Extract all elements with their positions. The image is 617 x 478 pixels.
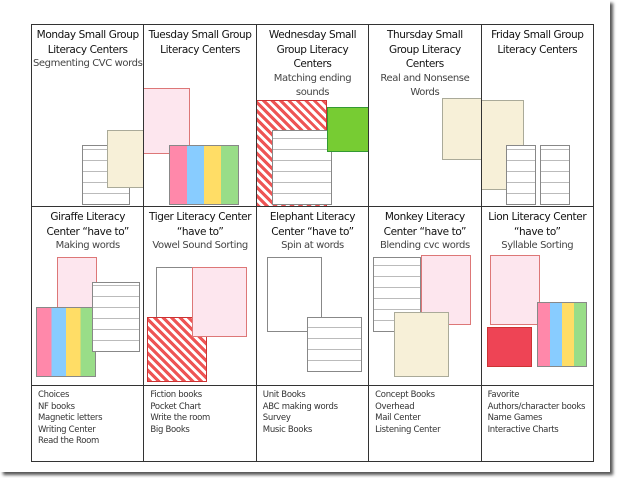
list-item: ABC making words bbox=[262, 401, 338, 412]
worksheet-image bbox=[505, 145, 536, 205]
list-item: Listening Center bbox=[375, 424, 441, 435]
cell-title: Giraffe Literacy Center “have to” bbox=[46, 211, 129, 238]
cell-subtitle: Real and Nonsense Words bbox=[380, 72, 470, 98]
worksheet-image bbox=[271, 130, 332, 205]
list-item: NF books bbox=[38, 401, 75, 412]
worksheet-image bbox=[92, 282, 140, 352]
cell-subtitle: Spin at words bbox=[281, 240, 344, 251]
friday-cell: Friday Small Group Literacy Centers bbox=[480, 24, 595, 207]
list-item: Unit Books bbox=[262, 390, 306, 400]
cut-a-sentence-book-image bbox=[266, 257, 322, 332]
cell-title: Thursday Small Group Literacy Centers bbox=[387, 29, 463, 70]
list-item: Concept Books bbox=[375, 390, 435, 400]
cell-subtitle: Segmenting CVC words bbox=[32, 58, 143, 69]
cell-subtitle: Making words bbox=[55, 240, 121, 251]
worksheet-image bbox=[306, 317, 362, 372]
letter-cards-image bbox=[36, 307, 96, 377]
picture-cards-image bbox=[536, 302, 587, 367]
list-item: Write the room bbox=[150, 413, 210, 423]
cover-image bbox=[489, 255, 540, 325]
cell-title: Monday Small Group Literacy Centers bbox=[36, 29, 139, 56]
lion-cell: Lion Literacy Center “have to” Syllable S… bbox=[480, 206, 595, 386]
picture-cards-image bbox=[107, 130, 143, 188]
syllable-tree-image bbox=[486, 327, 532, 367]
list-item: Name Games bbox=[487, 413, 543, 423]
cell-title: Lion Literacy Center “have to” bbox=[488, 211, 587, 238]
picture-cards-image bbox=[169, 145, 240, 205]
list-item: Overhead bbox=[375, 401, 415, 412]
elephant-cell: Elephant Literacy Center “have to” Spin a… bbox=[255, 206, 370, 386]
cell-title: Tuesday Small Group Literacy Centers bbox=[148, 29, 252, 56]
cell-title: Elephant Literacy Center “have to” bbox=[269, 211, 356, 238]
giraffe-cell: Giraffe Literacy Center “have to” Making … bbox=[30, 206, 145, 386]
cell-title: Monkey Literacy Center “have to” bbox=[383, 211, 467, 238]
tiger-picture-image bbox=[156, 267, 197, 322]
cell-title: Friday Small Group Literacy Centers bbox=[491, 29, 584, 56]
list-item: Pocket Chart bbox=[150, 401, 201, 412]
hearts-friends-cover-image bbox=[192, 267, 248, 337]
list-item: Fiction books bbox=[150, 390, 202, 400]
list-item: Magnetic letters bbox=[38, 413, 103, 423]
cell-title: Wednesday Small Group Literacy Centers bbox=[268, 29, 357, 70]
worksheet-image bbox=[539, 145, 570, 205]
list-item: Mail Center bbox=[375, 413, 421, 423]
list-item: Big Books bbox=[150, 424, 190, 435]
cover-image bbox=[442, 98, 481, 160]
cell-subtitle: Vowel Sound Sorting bbox=[152, 240, 248, 251]
list-item: Survey bbox=[262, 413, 291, 423]
list-item: Interactive Charts bbox=[487, 424, 559, 435]
list-item: Read the Room bbox=[38, 436, 100, 446]
hearts-friends-cover-image bbox=[144, 88, 191, 154]
picture-cards-image bbox=[394, 312, 450, 377]
tuesday-cell: Tuesday Small Group Literacy Centers bbox=[143, 24, 257, 207]
cell-title: Tiger Literacy Center “have to” bbox=[149, 211, 252, 238]
tiger-cell: Tiger Literacy Center “have to” Vowel Sou… bbox=[143, 206, 257, 386]
cell-subtitle: Blending cvc words bbox=[379, 240, 470, 251]
list-item: Choices bbox=[38, 390, 70, 400]
monkey-cell: Monkey Literacy Center “have to” Blending… bbox=[368, 206, 482, 386]
cell-subtitle: Syllable Sorting bbox=[501, 240, 574, 251]
list-item: Authors/character books bbox=[487, 401, 586, 412]
cover-image bbox=[57, 257, 97, 312]
list-item: Favorite bbox=[487, 390, 520, 400]
cell-subtitle: Matching ending sounds bbox=[273, 72, 352, 98]
list-item: Music Books bbox=[262, 424, 312, 435]
cover-image bbox=[326, 107, 368, 152]
list-item: Writing Center bbox=[38, 424, 96, 435]
